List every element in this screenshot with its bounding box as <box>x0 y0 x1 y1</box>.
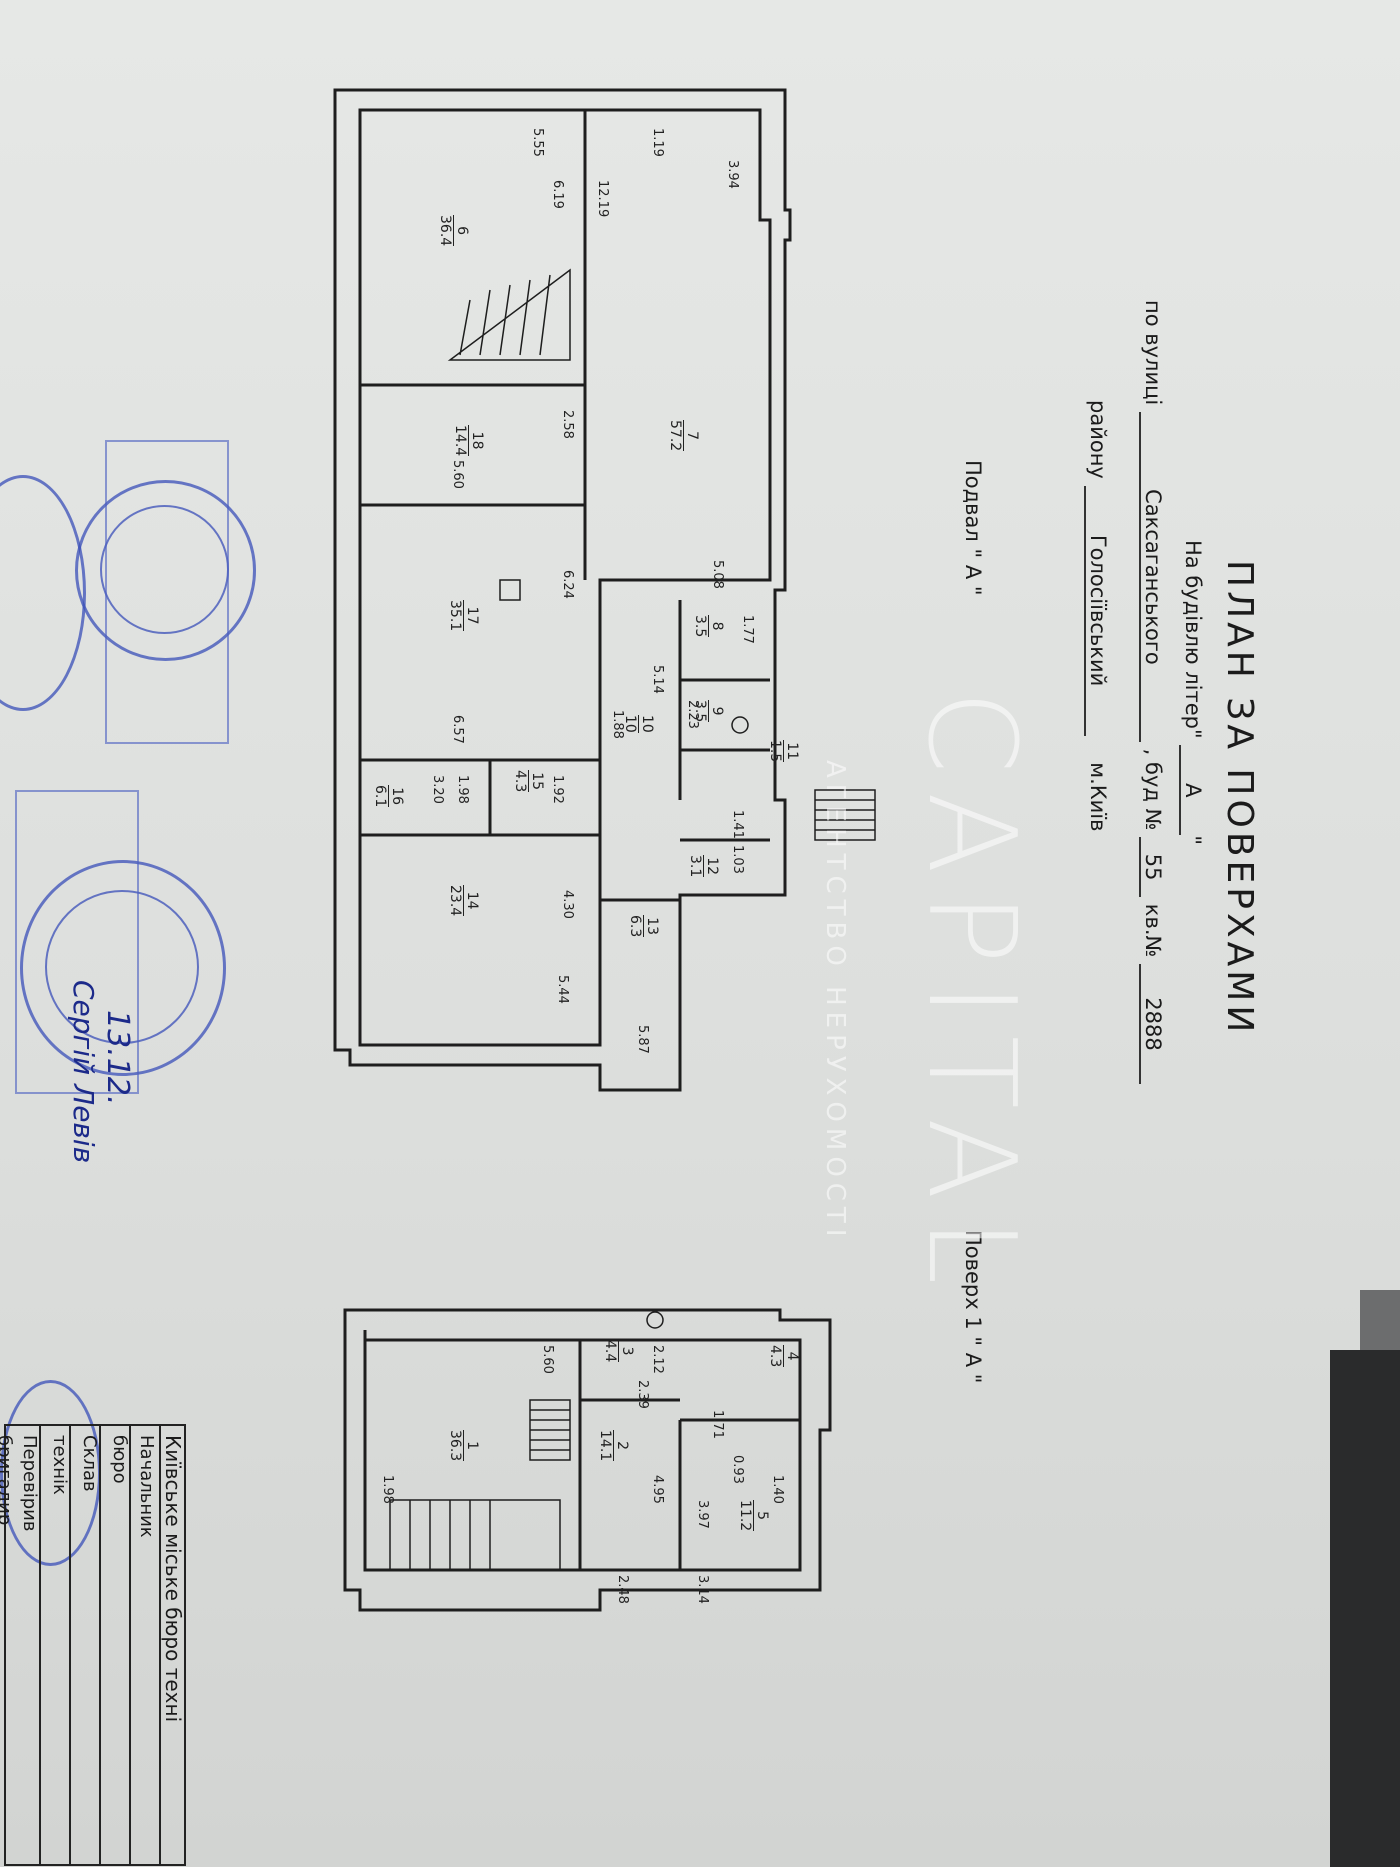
rect-stamp <box>105 440 229 744</box>
basement-inner-wall <box>358 108 772 1047</box>
dim-label: 3.94 <box>725 160 740 189</box>
rect-stamp <box>15 790 139 1094</box>
table-line: Київське міське бюро техні <box>161 1435 185 1723</box>
dim-label: 6.57 <box>450 715 465 744</box>
dim-label: 2.48 <box>615 1575 630 1604</box>
handwritten-date: 13.12. <box>100 1010 135 1106</box>
dim-label: 5.60 <box>540 1345 555 1374</box>
dim-label: 1.19 <box>650 128 665 157</box>
toilet-fixture <box>731 716 749 734</box>
dim-label: 1.41 <box>730 810 745 839</box>
dim-label: 1.98 <box>380 1475 395 1504</box>
table-line: бригадир <box>0 1435 15 1526</box>
dim-label: 2.23 <box>685 700 700 729</box>
dim-label: 5.44 <box>555 975 570 1004</box>
floor1-stairs-lower <box>389 1499 561 1571</box>
stamp-table: Київське міське бюро техні Начальник бюр… <box>0 1415 190 1867</box>
dim-label: 5.60 <box>450 460 465 489</box>
watermark-brand: CAPITAL <box>901 690 1040 1303</box>
floor1-toilet-fixture <box>646 1311 664 1329</box>
dim-label: 3.97 <box>695 1500 710 1529</box>
dim-label: 1.98 <box>455 775 470 804</box>
exterior-stairs <box>814 789 876 841</box>
column-fixture <box>499 579 521 601</box>
table-line: бюро <box>109 1435 130 1484</box>
handwritten-signature: Сергій Левів <box>67 980 100 1164</box>
photo-background-corner <box>1330 1350 1400 1867</box>
floor1-outer-wall <box>343 1308 832 1612</box>
floor1-stairs <box>529 1399 571 1461</box>
dim-label: 5.55 <box>530 128 545 157</box>
round-stamp-inner <box>45 890 199 1044</box>
dim-label: 3.14 <box>695 1575 710 1604</box>
table-line: Начальник <box>136 1435 157 1538</box>
dim-label: 6.19 <box>550 180 565 209</box>
table-line: Перевірив <box>19 1435 40 1532</box>
basement-outer-wall <box>333 88 792 1092</box>
dim-label: 5.14 <box>650 665 665 694</box>
dim-label: 5.08 <box>710 560 725 589</box>
dim-label: 1.88 <box>610 710 625 739</box>
dim-label: 4.30 <box>560 890 575 919</box>
dim-label: 2.58 <box>560 410 575 439</box>
dim-label: 1.92 <box>550 775 565 804</box>
stamp-table-grid <box>4 1424 186 1866</box>
table-line: Склав <box>79 1435 100 1492</box>
dim-label: 2.39 <box>635 1380 650 1409</box>
dim-label: 12.19 <box>595 180 610 218</box>
dim-label: 1.03 <box>730 845 745 874</box>
photo-background-edge <box>1360 1290 1400 1350</box>
dim-label: 2.12 <box>650 1345 665 1374</box>
dim-label: 4.95 <box>650 1475 665 1504</box>
basement-stairs <box>447 268 571 361</box>
dim-label: 5.87 <box>635 1025 650 1054</box>
table-line: технік <box>49 1435 70 1495</box>
dim-label: 3.20 <box>430 775 445 804</box>
floor1-inner-wall <box>363 1330 802 1572</box>
dim-label: 1.71 <box>710 1410 725 1439</box>
dim-label: 1.40 <box>770 1475 785 1504</box>
round-stamp <box>20 860 226 1076</box>
dim-label: 1.77 <box>740 615 755 644</box>
dim-label: 6.24 <box>560 570 575 599</box>
watermark-tagline: АГЕНТСТВО НЕРУХОМОСТІ <box>820 760 850 1243</box>
dim-label: 0.93 <box>730 1455 745 1484</box>
